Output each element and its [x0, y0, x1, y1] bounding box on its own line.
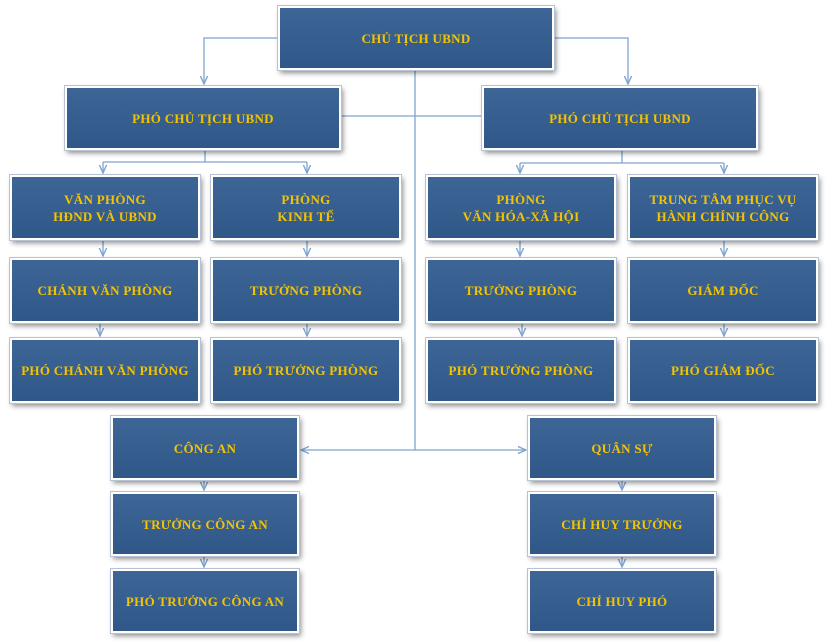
- node-military-commander: CHỈ HUY TRƯỞNG: [527, 491, 717, 557]
- node-label: CHỦ TỊCH UBND: [361, 30, 470, 47]
- node-label-line: CÔNG AN: [173, 440, 237, 456]
- node-police-deputy-head: PHÓ TRƯỞNG CÔNG AN: [110, 568, 300, 634]
- node-label-line: CHỦ TỊCH UBND: [361, 30, 471, 46]
- node-label-line: PHÓ CHÁNH VĂN PHÒNG: [21, 363, 189, 378]
- node-economy-deputy-head: PHÓ TRƯỞNG PHÒNG: [210, 337, 402, 404]
- node-label: PHÓ CHỦ TỊCH UBND: [549, 110, 691, 127]
- node-label-line: PHÓ GIÁM ĐỐC: [671, 363, 775, 378]
- node-vice-chairman-right: PHÓ CHỦ TỊCH UBND: [481, 85, 759, 151]
- node-label: PHÓ CHỦ TỊCH UBND: [132, 110, 274, 127]
- connector-vice-right-branch: [520, 150, 724, 164]
- node-label-line: HĐND VÀ UBND: [53, 208, 157, 224]
- node-military-deputy-commander: CHỈ HUY PHÓ: [527, 568, 717, 634]
- node-label: CHỈ HUY TRƯỞNG: [561, 516, 682, 533]
- node-label-line: GIÁM ĐỐC: [687, 283, 759, 298]
- node-label: TRƯỞNG CÔNG AN: [142, 516, 268, 533]
- connector-chairman-to-vice-left: [204, 37, 278, 84]
- node-label-line: QUÂN SỰ: [591, 440, 653, 456]
- node-chairman: CHỦ TỊCH UBND: [277, 5, 555, 71]
- node-label-line: TRUNG TÂM PHỤC VỤ: [649, 191, 797, 207]
- node-label-line: PHÓ CHỦ TỊCH UBND: [132, 110, 274, 126]
- node-economy-head: TRƯỞNG PHÒNG: [210, 257, 402, 324]
- node-label-line: VĂN PHÒNG: [64, 191, 146, 207]
- node-label: GIÁM ĐỐC: [687, 282, 758, 299]
- node-center-deputy-director: PHÓ GIÁM ĐỐC: [627, 337, 819, 404]
- node-vice-chairman-left: PHÓ CHỦ TỊCH UBND: [64, 85, 342, 151]
- node-label: PHÓ TRƯỞNG PHÒNG: [449, 362, 594, 379]
- node-label-line: TRƯỞNG PHÒNG: [249, 283, 363, 298]
- node-label: PHÓ CHÁNH VĂN PHÒNG: [21, 362, 189, 379]
- node-label-line: PHÒNG: [281, 191, 331, 207]
- connector-chairman-to-vice-right: [554, 37, 628, 84]
- node-label-line: CHÁNH VĂN PHÒNG: [37, 283, 173, 298]
- node-label: PHÓ GIÁM ĐỐC: [671, 362, 775, 379]
- node-office-deputy-chief: PHÓ CHÁNH VĂN PHÒNG: [9, 337, 201, 404]
- node-label: CHÁNH VĂN PHÒNG: [38, 282, 173, 299]
- node-police: CÔNG AN: [110, 415, 300, 481]
- node-label: PHÓ TRƯỞNG CÔNG AN: [126, 593, 284, 610]
- node-police-head: TRƯỞNG CÔNG AN: [110, 491, 300, 557]
- node-label: PHÓ TRƯỞNG PHÒNG: [234, 362, 379, 379]
- node-label-line: TRƯỞNG CÔNG AN: [142, 516, 268, 532]
- node-label-line: KINH TẾ: [277, 208, 335, 224]
- node-label-line: CHỈ HUY PHÓ: [576, 593, 668, 609]
- node-label: QUÂN SỰ: [591, 440, 652, 457]
- node-culture-deputy-head: PHÓ TRƯỞNG PHÒNG: [425, 337, 617, 404]
- node-label: TRƯỞNG PHÒNG: [250, 282, 363, 299]
- node-label-line: PHÓ TRƯỞNG PHÒNG: [448, 363, 594, 378]
- node-label-line: CHỈ HUY TRƯỞNG: [561, 516, 683, 532]
- node-military: QUÂN SỰ: [527, 415, 717, 481]
- connector-vice-left-branch: [103, 150, 307, 163]
- node-label: CÔNG AN: [174, 440, 236, 457]
- node-culture-head: TRƯỞNG PHÒNG: [425, 257, 617, 324]
- node-label: CHỈ HUY PHÓ: [577, 593, 668, 610]
- node-label: TRƯỞNG PHÒNG: [465, 282, 578, 299]
- node-label-line: PHÓ TRƯỞNG CÔNG AN: [125, 593, 285, 609]
- node-label-line: VĂN HÓA-XÃ HỘI: [462, 208, 580, 224]
- node-label-line: TRƯỞNG PHÒNG: [464, 283, 578, 298]
- node-label-line: HÀNH CHÍNH CÔNG: [656, 208, 790, 224]
- node-label-line: PHÓ CHỦ TỊCH UBND: [549, 110, 691, 126]
- node-center-director: GIÁM ĐỐC: [627, 257, 819, 324]
- node-office-chief: CHÁNH VĂN PHÒNG: [9, 257, 201, 324]
- node-label-line: PHÒNG: [496, 191, 546, 207]
- node-label-line: PHÓ TRƯỞNG PHÒNG: [233, 363, 379, 378]
